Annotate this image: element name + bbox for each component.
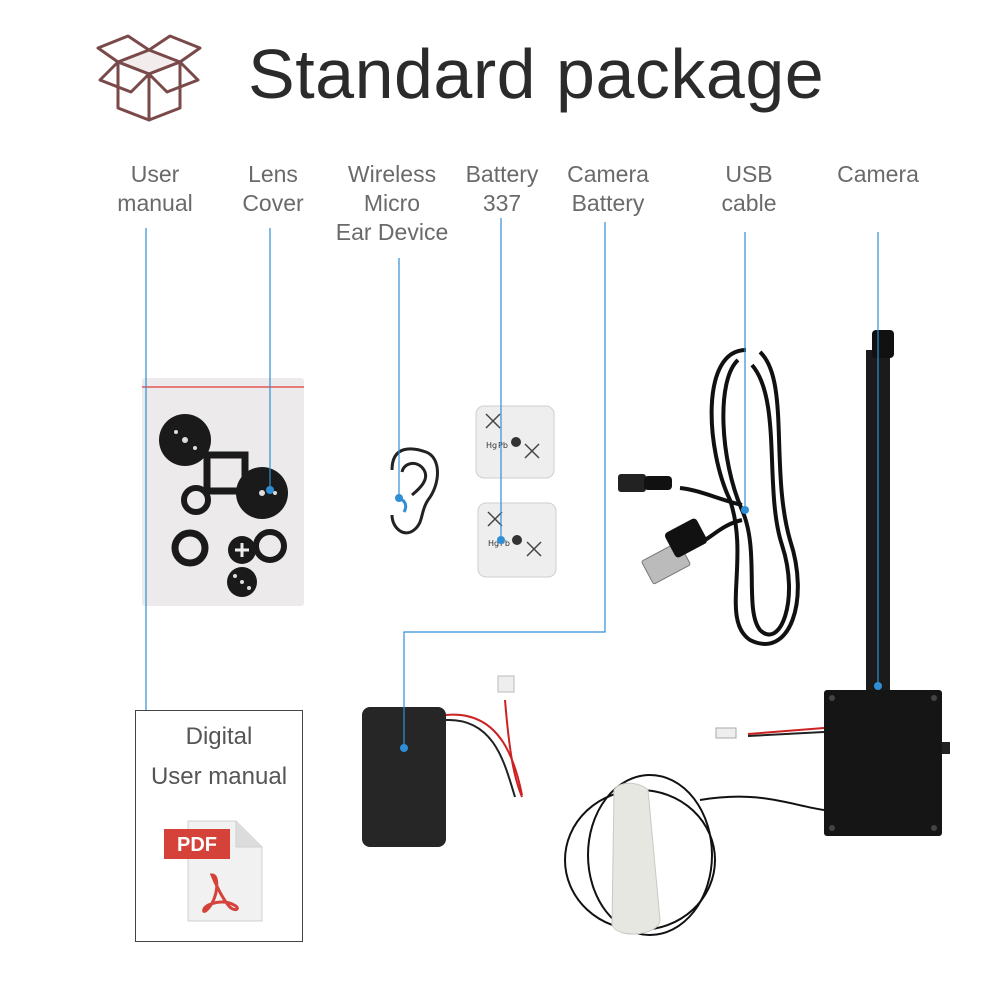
label-camera: Camera: [837, 161, 919, 187]
page-title: Standard package: [248, 35, 825, 113]
pdf-file-icon: PDF: [164, 820, 263, 922]
svg-text:PDF: PDF: [177, 834, 217, 856]
digital-manual-title: Digital: [185, 723, 253, 750]
leader-lines: [145, 218, 879, 748]
svg-text:Hg: Hg: [486, 441, 497, 450]
svg-text:Hg: Hg: [488, 539, 499, 548]
battery-337-cards: Hg Pb Hg Pb: [475, 405, 557, 578]
svg-text:Pb: Pb: [500, 539, 510, 548]
usb-cable-image: [618, 348, 800, 646]
camera-battery-image: [362, 675, 523, 847]
package-box-icon: [96, 34, 202, 122]
digital-manual-subtitle: User manual: [150, 763, 288, 790]
lens-cover-bag: [142, 378, 304, 606]
svg-text:Pb: Pb: [498, 441, 508, 450]
wireless-ear-device-image: [564, 774, 825, 936]
digital-user-manual-card[interactable]: Digital User manual PDF: [135, 710, 303, 942]
